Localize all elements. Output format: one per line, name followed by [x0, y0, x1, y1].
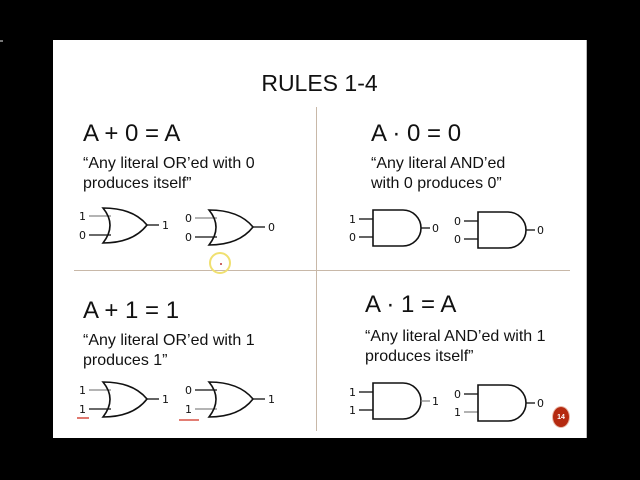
horizontal-divider	[74, 270, 570, 271]
or-gate-icon: 1 1 1	[77, 381, 169, 419]
svg-text:1: 1	[185, 403, 192, 416]
presentation-slide: RULES 1-4 A + 0 = A “Any literal OR’ed w…	[53, 40, 587, 438]
rule1-desc-line1: “Any literal OR’ed with 0	[83, 155, 255, 172]
svg-text:0: 0	[185, 212, 192, 225]
or-gate-icon: 0 1 1	[179, 381, 275, 421]
and-gate-icon: 0 1 0	[454, 384, 544, 422]
svg-text:1: 1	[349, 386, 356, 399]
svg-text:1: 1	[268, 393, 275, 406]
rule2-desc-line1: “Any literal AND’ed	[371, 155, 506, 172]
svg-text:1: 1	[162, 219, 169, 232]
rule4-desc-line2: produces itself”	[365, 348, 474, 365]
and-gate-icon: 1 1 1	[349, 382, 439, 420]
svg-text:0: 0	[537, 397, 544, 410]
rule4-desc-line1: “Any literal AND’ed with 1	[365, 328, 546, 345]
svg-text:0: 0	[432, 222, 439, 235]
slide-title: RULES 1-4	[261, 70, 378, 96]
rule2-equation: A · 0 = 0	[371, 120, 462, 147]
rule1-description: “Any literal OR’ed with 0 produces itsel…	[83, 154, 255, 194]
svg-text:1: 1	[162, 393, 169, 406]
vertical-divider	[316, 107, 317, 431]
rule2-description: “Any literal AND’ed with 0 produces 0”	[371, 154, 505, 194]
rule1-or-gates: 1 0 1 0 0 0	[79, 207, 275, 246]
rule1-desc-line2: produces itself”	[83, 175, 192, 192]
svg-text:0: 0	[185, 231, 192, 244]
rule4-and-gates: 1 1 1 0 1 0	[349, 382, 544, 422]
rule4-description: “Any literal AND’ed with 1 produces itse…	[365, 327, 546, 367]
cursor-dot	[220, 263, 222, 265]
rule2-desc-line2: with 0 produces 0”	[371, 175, 502, 192]
rule2-and-gates: 1 0 0 0 0 0	[349, 209, 544, 249]
rule1-equation: A + 0 = A	[83, 120, 181, 147]
svg-text:1: 1	[79, 384, 86, 397]
svg-text:0: 0	[454, 233, 461, 246]
or-gate-icon: 1 0 1	[79, 207, 169, 244]
svg-text:0: 0	[537, 224, 544, 237]
rule4-equation: A · 1 = A	[365, 291, 457, 318]
mouse-cursor-highlight	[209, 252, 231, 274]
rule3-desc-line1: “Any literal OR’ed with 1	[83, 332, 255, 349]
rule3-equation: A + 1 = 1	[83, 297, 180, 324]
or-gate-icon: 0 0 0	[185, 209, 275, 246]
and-gate-icon: 1 0 0	[349, 209, 439, 247]
svg-text:1: 1	[454, 406, 461, 419]
svg-text:0: 0	[185, 384, 192, 397]
and-gate-icon: 0 0 0	[454, 211, 544, 249]
svg-text:0: 0	[454, 215, 461, 228]
window-edge-mark	[0, 40, 3, 42]
svg-text:1: 1	[432, 395, 439, 408]
svg-text:0: 0	[349, 231, 356, 244]
svg-text:0: 0	[454, 388, 461, 401]
svg-text:0: 0	[268, 221, 275, 234]
svg-text:1: 1	[79, 403, 86, 416]
svg-text:1: 1	[349, 213, 356, 226]
slide-page-number-badge: 14	[552, 406, 570, 428]
svg-text:0: 0	[79, 229, 86, 242]
svg-text:1: 1	[349, 404, 356, 417]
rule3-desc-line2: produces 1”	[83, 352, 168, 369]
svg-text:1: 1	[79, 210, 86, 223]
rule3-description: “Any literal OR’ed with 1 produces 1”	[83, 331, 255, 371]
rule3-or-gates: 1 1 1 0 1 1	[77, 381, 275, 421]
